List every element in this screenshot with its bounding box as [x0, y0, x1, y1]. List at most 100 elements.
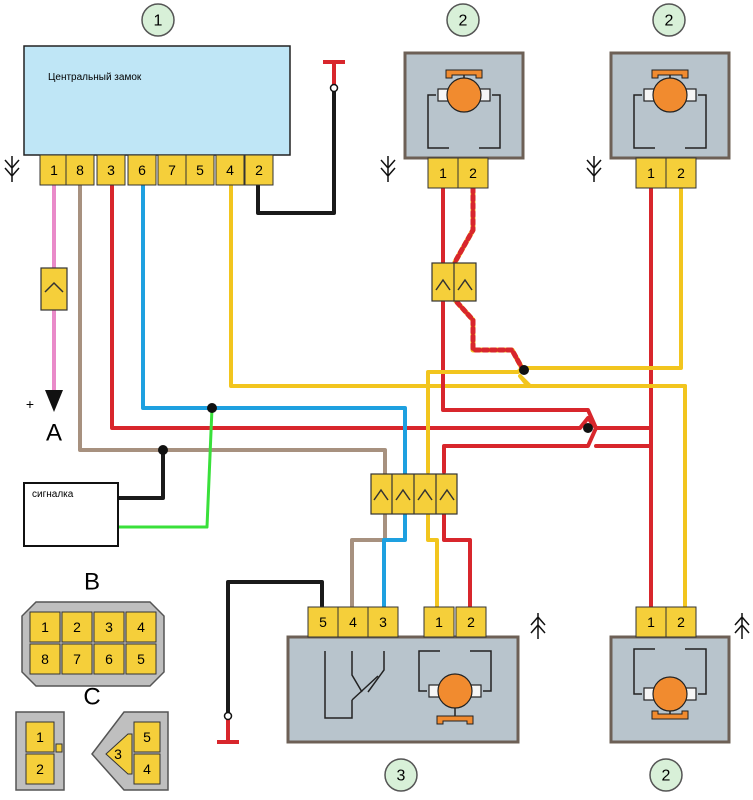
actuator-pin-label: 5: [319, 614, 327, 630]
callout-2-bottom-right: 2: [649, 758, 683, 792]
actuator-lever: [445, 69, 483, 79]
actuator-pin: [367, 606, 399, 638]
actuator-internal-wire: [633, 94, 707, 149]
harness-connector-icon: [380, 156, 396, 182]
callout-1: 1: [141, 3, 175, 37]
connector-b-pin-label: 7: [73, 651, 81, 667]
actuator-lever: [436, 715, 474, 725]
callout-3: 3: [384, 758, 418, 792]
wire-green-sig: [116, 406, 214, 529]
connector-b-pin-label: 4: [137, 619, 145, 635]
callout-2-top-right: 2: [652, 3, 686, 37]
signal-box-label: сигналка: [32, 489, 74, 500]
wire-black-sig: [116, 448, 165, 500]
plus-sign: +: [26, 396, 34, 412]
motor-icon: [652, 77, 688, 113]
junction-dot: [583, 423, 593, 433]
wire-yellow-drv: [426, 503, 439, 609]
actuator-internal-wire: [427, 94, 501, 149]
wire-black-lock: [256, 86, 336, 215]
connector-c-label-5: 5: [143, 729, 151, 745]
actuator-internal-wire: [633, 648, 707, 695]
lock-pin: [185, 154, 215, 186]
connector-b-pin: [125, 611, 157, 643]
actuator-pin-label: 1: [647, 165, 655, 181]
actuator-pin: [665, 606, 697, 638]
callout-2-top-left: 2: [446, 3, 480, 37]
junction-dot: [519, 365, 529, 375]
actuator-pin-label: 2: [677, 165, 685, 181]
lock-pin: [215, 154, 245, 186]
splice-block-large: [370, 473, 458, 515]
actuator-pin-label: 1: [439, 165, 447, 181]
motor-icon: [446, 77, 482, 113]
actuator-pin-label: 1: [647, 614, 655, 630]
connector-b-pin-label: 1: [41, 619, 49, 635]
connector-b-pin: [29, 643, 61, 675]
connector-b-pin-label: 8: [41, 651, 49, 667]
actuator-lever: [651, 69, 689, 79]
signal-box: [23, 482, 119, 547]
svg-text:3: 3: [397, 768, 406, 785]
wire-red-tr: [594, 186, 653, 448]
actuator-pin: [635, 157, 667, 189]
connector-b-pin-label: 2: [73, 619, 81, 635]
actuator-pin-label: 4: [349, 614, 357, 630]
fuse-symbol: [44, 281, 64, 293]
central-lock-box: [23, 45, 291, 156]
connector-b-letter: B: [84, 569, 100, 596]
connector-c-label-4: 4: [143, 761, 151, 777]
lock-pin-label: 5: [196, 162, 204, 178]
wire-yellow-br: [528, 384, 687, 609]
switch-contacts: [324, 651, 385, 719]
connector-b-pin: [61, 611, 93, 643]
svg-text:2: 2: [459, 13, 468, 30]
harness-connector-icon: [530, 613, 546, 639]
lock-pin-label: 3: [107, 162, 115, 178]
lock-pin: [127, 154, 157, 186]
connector-c-pin-1: [25, 721, 55, 753]
actuator-internal-wire: [418, 650, 492, 692]
motor-icon: [652, 676, 688, 712]
connector-b-pin: [93, 611, 125, 643]
arrow-head: [45, 390, 63, 412]
junction-dot: [207, 403, 217, 413]
connector-c-pin-3: [105, 733, 133, 775]
connector-b-pin: [61, 643, 93, 675]
connector-c-pin-2: [25, 753, 55, 785]
actuator-pin-label: 2: [467, 614, 475, 630]
connector-c-pin-5: [133, 721, 161, 753]
actuator-pin-label: 3: [379, 614, 387, 630]
actuator-pin: [665, 157, 697, 189]
splice-block-small: [431, 262, 477, 302]
wire-black-drv: [226, 580, 324, 718]
lock-pin: [244, 154, 274, 186]
wire-striped-tl-dash: [452, 185, 525, 371]
wire-red-tl: [441, 186, 598, 474]
lock-pin-label: 1: [50, 162, 58, 178]
actuator-pin: [423, 606, 455, 638]
fuse: [40, 267, 68, 311]
terminal-a: A: [46, 420, 62, 447]
actuator-pin: [427, 157, 459, 189]
motor-icon: [437, 673, 473, 709]
wire-red-drv: [442, 503, 472, 609]
lock-pin-label: 8: [76, 162, 84, 178]
connector-b-pin: [125, 643, 157, 675]
svg-text:2: 2: [662, 768, 671, 785]
harness-connector-icon: [4, 156, 20, 182]
connector-b-pin: [29, 611, 61, 643]
ground-terminal-top: [323, 60, 345, 93]
wire-red-lock: [110, 183, 653, 430]
connector-b-pin: [93, 643, 125, 675]
connector-b-pin-label: 3: [105, 619, 113, 635]
harness-connector-icon: [586, 156, 602, 182]
svg-text:1: 1: [154, 13, 163, 30]
wire-red-br: [601, 444, 653, 609]
